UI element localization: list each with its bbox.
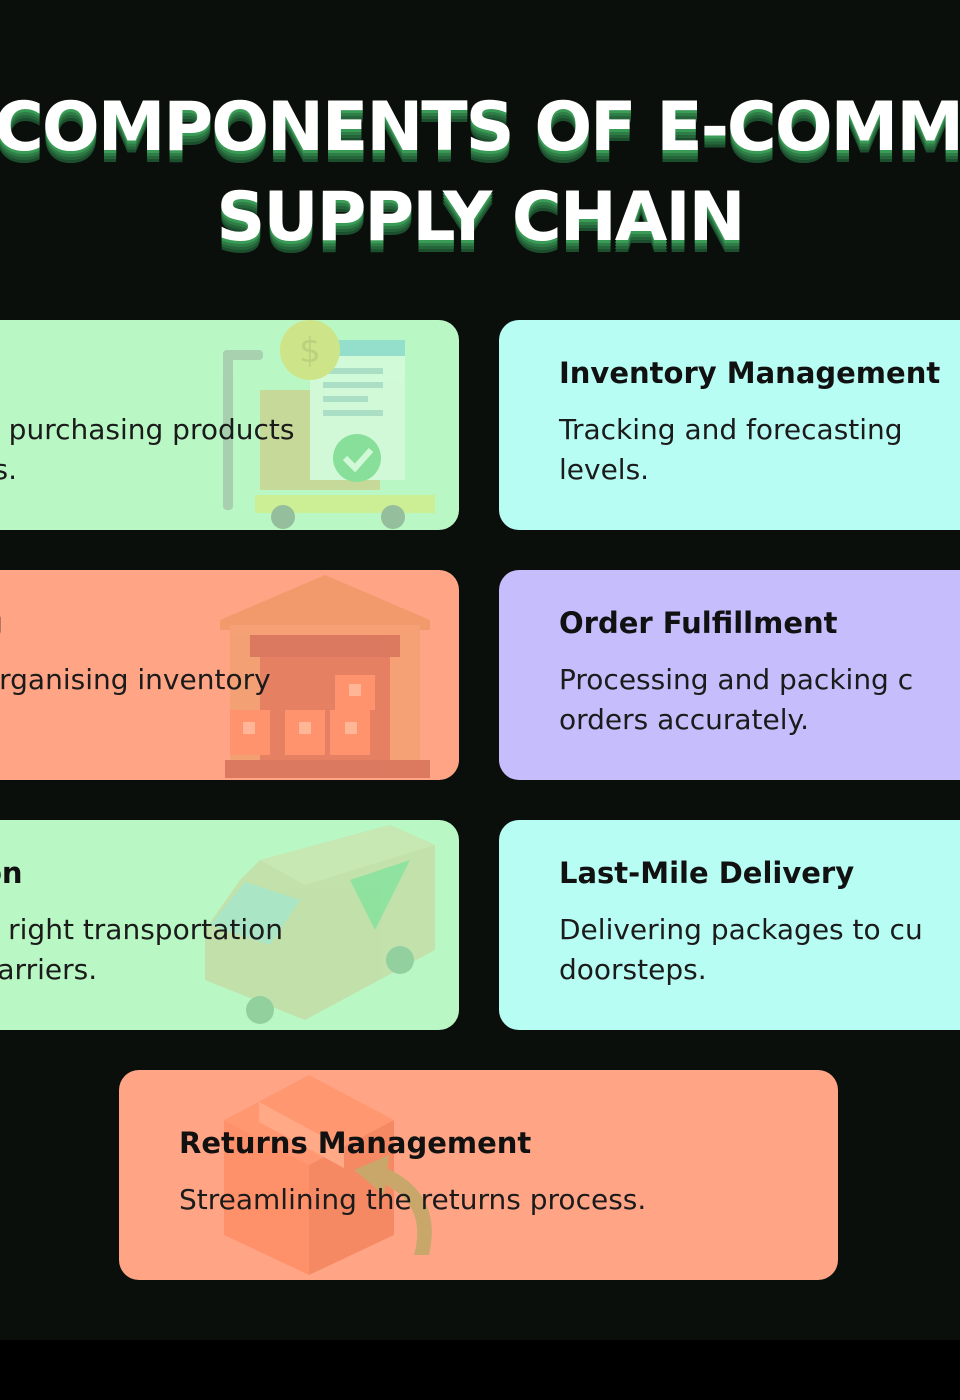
shopping-cart-icon: $ [215,320,445,530]
card-description-line: doorsteps. [559,953,707,986]
card-description: Tracking and forecasting levels. [559,410,903,490]
title-line-1: COMPONENTS OF E-COMMERCE [0,88,960,167]
warehouse-icon [215,570,435,780]
card-description-line: rs. [0,453,17,486]
card-description: Processing and packing c orders accurate… [559,660,913,740]
card-heading: g [0,606,3,640]
infographic-canvas: COMPONENTS OF E-COMMERCE SUPPLY CHAIN $ [0,0,960,1340]
card-order-fulfillment: Order Fulfillment Processing and packing… [499,570,960,780]
card-heading: Inventory Management [559,356,941,390]
card-description-line: levels. [559,453,650,486]
card-description: e right transportation carriers. [0,910,283,990]
card-description-line: organising inventory [0,663,271,696]
card-description: Streamlining the returns process. [179,1180,646,1220]
card-description: d purchasing products rs. [0,410,294,490]
card-description-line: carriers. [0,953,98,986]
delivery-van-icon [200,820,440,1030]
svg-text:$: $ [299,331,321,371]
card-heading: Order Fulfillment [559,606,838,640]
card-description: Delivering packages to cu doorsteps. [559,910,923,990]
card-heading: on [0,856,23,890]
card-description-line: e right transportation [0,913,283,946]
card-description-line: Processing and packing c [559,663,914,696]
card-heading: Last-Mile Delivery [559,856,855,890]
return-box-icon [214,1070,444,1280]
card-description-line: Delivering packages to cu [559,913,923,946]
card-warehousing: g organising inventory [0,570,459,780]
card-procurement: $ t d purchasing products rs. [0,320,459,530]
card-inventory-management: Inventory Management Tracking and foreca… [499,320,960,530]
card-description: organising inventory [0,660,271,700]
card-last-mile-delivery: Last-Mile Delivery Delivering packages t… [499,820,960,1030]
card-description-line: orders accurately. [559,703,809,736]
card-heading: Returns Management [179,1126,532,1160]
card-returns-management: Returns Management Streamlining the retu… [119,1070,838,1280]
card-description-line: Tracking and forecasting [559,413,903,446]
card-description-line: Streamlining the returns process. [179,1183,647,1216]
title-line-2: SUPPLY CHAIN [216,178,745,257]
card-description-line: d purchasing products [0,413,295,446]
card-transportation: on e right transportation carriers. [0,820,459,1030]
